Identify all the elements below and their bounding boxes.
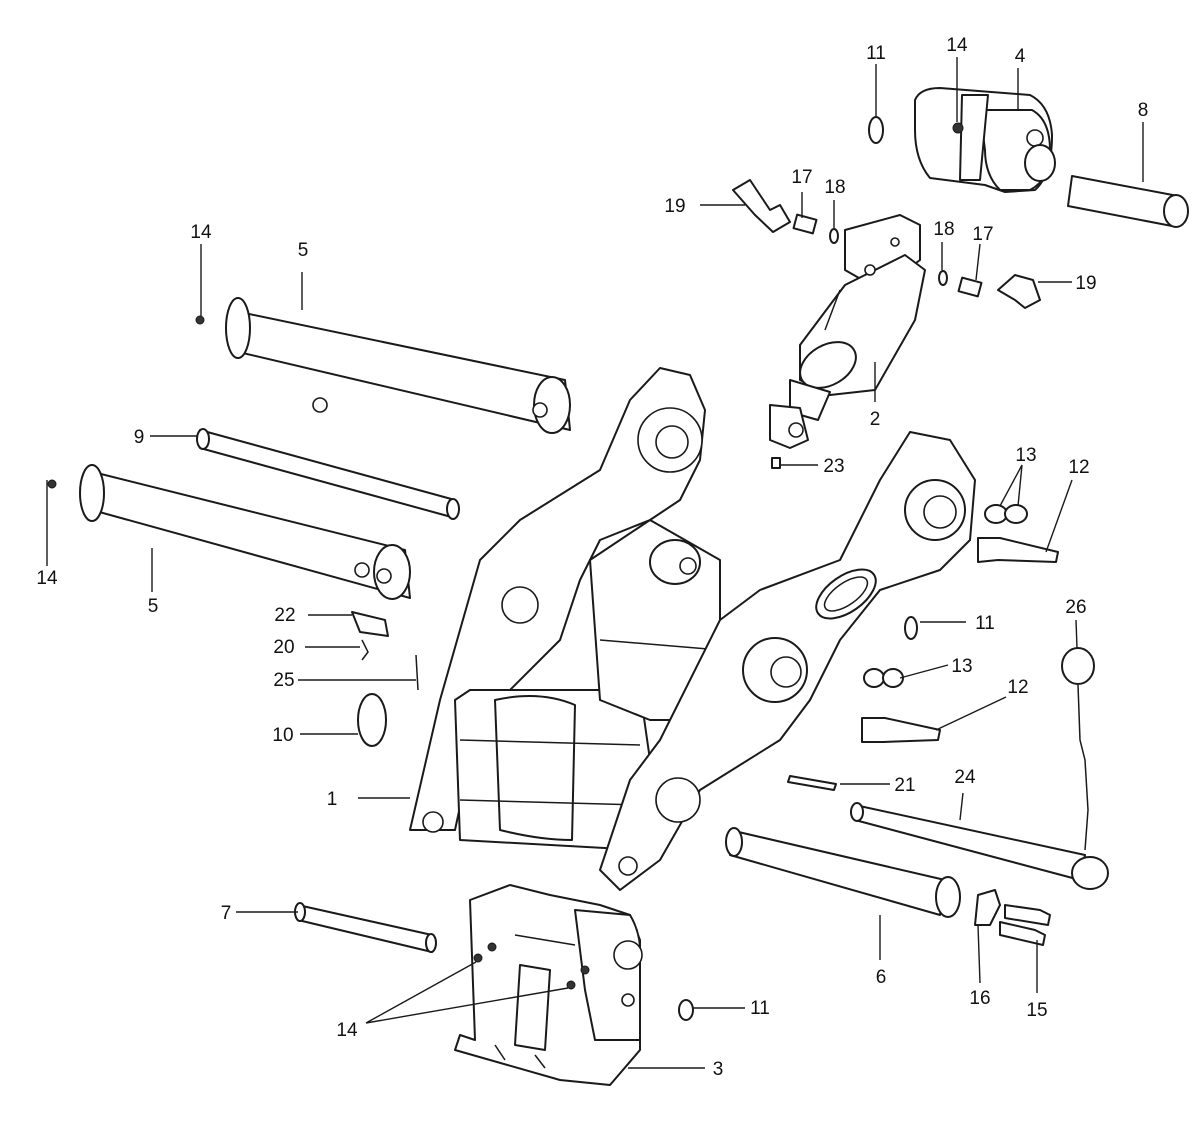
hydraulic-cylinder <box>769 214 926 449</box>
label-part-14-upper-left: 14 <box>190 222 212 243</box>
label-part-8: 8 <box>1138 100 1149 121</box>
small-hardware <box>47 116 1095 1021</box>
label-part-14-lower-left: 14 <box>36 568 58 589</box>
pin-7 <box>294 902 437 953</box>
pin-6 <box>725 827 961 918</box>
label-part-26: 26 <box>1065 597 1086 618</box>
label-part-5-lower: 5 <box>148 596 159 617</box>
label-part-22: 22 <box>274 605 295 626</box>
label-part-16: 16 <box>969 988 990 1009</box>
label-part-18-right: 18 <box>933 219 954 240</box>
pin-5-upper <box>225 297 571 434</box>
label-part-11-bottom: 11 <box>750 998 770 1019</box>
label-part-19-right: 19 <box>1075 273 1096 294</box>
main-frame <box>409 367 976 891</box>
label-part-12-lower: 12 <box>1007 677 1028 698</box>
label-part-2: 2 <box>870 409 881 430</box>
label-part-9: 9 <box>134 427 145 448</box>
pin-9 <box>196 428 460 520</box>
label-part-3: 3 <box>713 1059 724 1080</box>
label-part-4: 4 <box>1015 46 1026 67</box>
label-part-14-top: 14 <box>946 35 968 56</box>
label-part-15: 15 <box>1026 1000 1047 1021</box>
lower-bracket <box>454 884 643 1086</box>
label-part-25: 25 <box>273 670 294 691</box>
pin-5-lower <box>79 464 411 600</box>
label-part-6: 6 <box>876 967 887 988</box>
label-part-13-lower: 13 <box>951 656 972 677</box>
label-part-14-bottom: 14 <box>336 1020 358 1041</box>
leader-lines <box>46 57 1144 1069</box>
label-part-23: 23 <box>823 456 844 477</box>
upper-bracket <box>914 87 1056 193</box>
label-part-7: 7 <box>221 903 232 924</box>
pin-8 <box>1067 175 1189 228</box>
part-labels: 1 2 3 4 5 5 6 7 8 9 10 11 11 11 12 12 13… <box>36 35 1148 1080</box>
label-part-20: 20 <box>273 637 294 658</box>
label-part-12-upper: 12 <box>1068 457 1089 478</box>
label-part-24: 24 <box>954 767 976 788</box>
label-part-10: 10 <box>272 725 293 746</box>
label-part-5-upper: 5 <box>298 240 309 261</box>
label-part-18-left: 18 <box>824 177 845 198</box>
pin-24 <box>850 802 1109 890</box>
label-part-17-right: 17 <box>972 224 993 245</box>
label-part-1: 1 <box>327 789 338 810</box>
label-part-17-left: 17 <box>791 167 812 188</box>
label-part-11-right: 11 <box>975 613 995 634</box>
label-part-21: 21 <box>894 775 915 796</box>
label-part-11-top: 11 <box>866 43 886 64</box>
label-part-19-left: 19 <box>664 196 685 217</box>
label-part-13-upper: 13 <box>1015 445 1036 466</box>
